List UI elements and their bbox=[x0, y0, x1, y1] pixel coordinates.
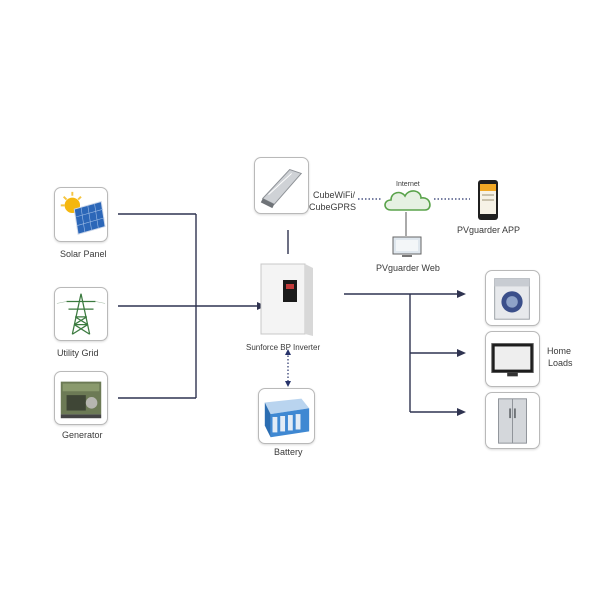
battery-label: Battery bbox=[274, 447, 303, 457]
inverter-icon bbox=[260, 263, 313, 336]
wifi-dongle-icon bbox=[260, 169, 303, 209]
comm-module-label-2: CubeGPRS bbox=[309, 202, 357, 212]
arrow-load-1 bbox=[457, 290, 466, 298]
comm-module-box bbox=[254, 157, 309, 214]
refrigerator-icon bbox=[498, 398, 527, 444]
comm-module-label-1: CubeWiFi/ bbox=[313, 190, 356, 200]
monitor-icon bbox=[392, 236, 422, 257]
generator-label: Generator bbox=[62, 430, 103, 440]
home-loads-label-1: Home bbox=[547, 346, 572, 356]
inverter-label: Sunforce BP Inverter bbox=[246, 343, 321, 352]
fridge-box bbox=[485, 392, 540, 449]
solar-panel-box bbox=[54, 187, 108, 242]
home-loads-label-2: Loads bbox=[548, 358, 573, 368]
battery-arrow-up bbox=[285, 349, 291, 355]
solar-panel-icon bbox=[60, 191, 106, 235]
washing-machine-icon bbox=[494, 278, 530, 320]
arrow-load-3 bbox=[457, 408, 466, 416]
tv-box bbox=[485, 331, 540, 387]
web-label: PVguarder Web bbox=[376, 263, 440, 273]
app-label: PVguarder APP bbox=[457, 225, 521, 235]
internet-label: Internet bbox=[396, 181, 420, 188]
battery-icon bbox=[264, 398, 310, 438]
solar-panel-label: Solar Panel bbox=[60, 249, 107, 259]
cloud-icon bbox=[384, 190, 431, 211]
battery-box bbox=[258, 388, 315, 444]
tv-icon bbox=[491, 343, 534, 377]
washer-box bbox=[485, 270, 540, 326]
arrow-load-2 bbox=[457, 349, 466, 357]
utility-grid-label: Utility Grid bbox=[57, 348, 99, 358]
generator-icon bbox=[60, 381, 102, 419]
generator-box bbox=[54, 371, 108, 425]
power-tower-icon bbox=[56, 293, 106, 335]
battery-arrow-down bbox=[285, 381, 291, 387]
utility-grid-box bbox=[54, 287, 108, 341]
phone-icon bbox=[478, 180, 498, 220]
